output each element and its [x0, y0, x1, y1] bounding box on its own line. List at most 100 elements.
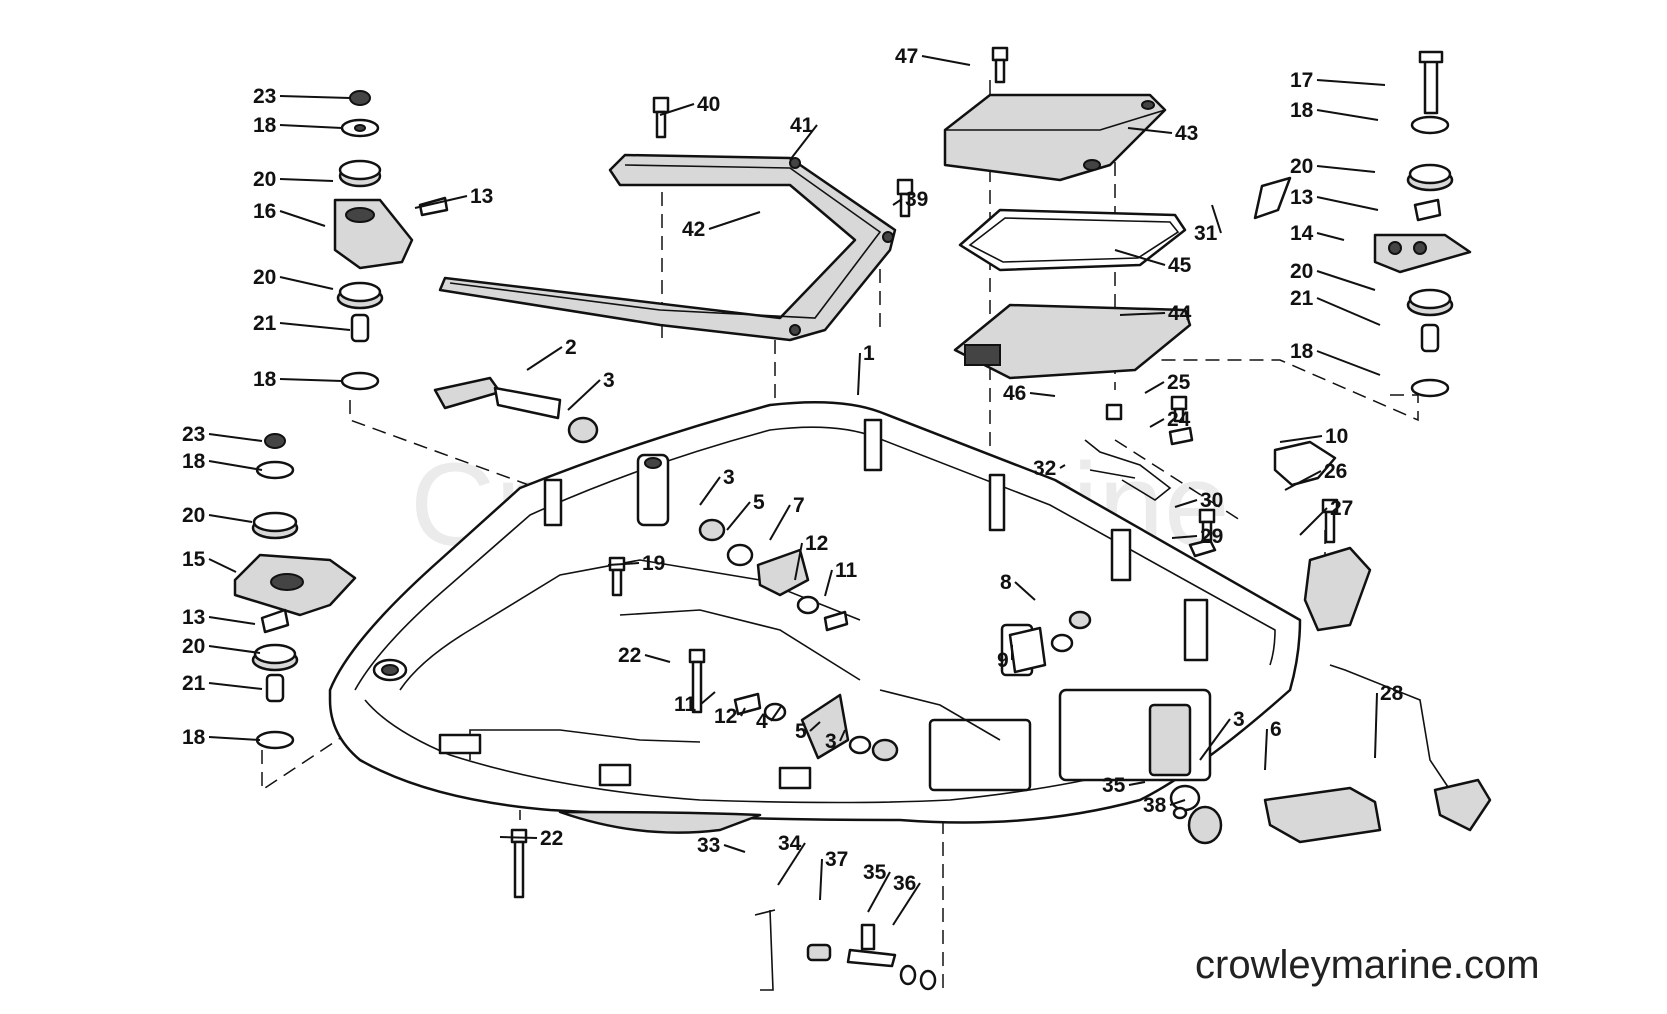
leader-c39 [892, 198, 903, 206]
callout-c10: 10 [1325, 425, 1348, 448]
leader-c44 [1119, 312, 1166, 316]
callout-c20d: 20 [182, 635, 205, 658]
leader-c23b [208, 433, 263, 442]
leader-c13b [208, 616, 256, 625]
leader-c25 [1144, 381, 1165, 394]
callout-c11b: 11 [674, 693, 697, 716]
leader-c6 [1264, 728, 1268, 771]
leader-c1 [857, 352, 861, 396]
site-url: crowleymarine.com [1195, 943, 1540, 987]
leader-c35a [1128, 781, 1146, 786]
callout-c36: 36 [893, 872, 916, 895]
leader-c38 [1169, 799, 1186, 806]
callout-c26: 26 [1324, 460, 1347, 483]
callout-c39: 39 [905, 188, 928, 211]
callout-c23a: 23 [253, 85, 276, 108]
callout-c9: 9 [997, 649, 1009, 672]
callout-c16: 16 [253, 200, 276, 223]
leader-c20c [208, 514, 253, 523]
callout-c37: 37 [825, 848, 848, 871]
callout-c21b: 21 [182, 672, 206, 695]
leader-c20d [208, 645, 261, 654]
callout-c21a: 21 [253, 312, 277, 335]
leader-c3d [1199, 718, 1231, 761]
leader-c45 [1114, 249, 1166, 266]
callout-c6: 6 [1270, 718, 1282, 741]
callout-c20e: 20 [1290, 155, 1313, 178]
callout-c13c: 13 [1290, 186, 1313, 209]
callout-c42: 42 [682, 218, 705, 241]
leader-c40 [659, 103, 695, 116]
leader-c30 [1174, 499, 1198, 508]
callout-c34: 34 [778, 832, 802, 855]
callout-c12a: 12 [805, 532, 828, 555]
right-mount [1373, 50, 1472, 398]
leader-c13c [1316, 196, 1379, 211]
callout-c43: 43 [1175, 122, 1198, 145]
frame-gasket [438, 153, 897, 342]
leader-c11b [700, 691, 716, 705]
small-parts [433, 176, 1492, 991]
callout-c5b: 5 [795, 720, 807, 743]
callout-c41: 41 [790, 114, 814, 137]
leader-c15 [208, 558, 237, 573]
leader-c18f [1316, 350, 1381, 376]
leader-c23a [279, 95, 351, 99]
callout-c35a: 35 [1102, 774, 1126, 797]
leader-c5b [809, 721, 821, 732]
callout-c31: 31 [1194, 222, 1218, 245]
leader-c37 [819, 858, 823, 901]
leader-c29 [1171, 535, 1198, 539]
leader-c11a [824, 569, 833, 597]
left-upper-mount [333, 90, 449, 391]
callout-c7: 7 [793, 494, 805, 517]
leader-c34 [777, 842, 806, 886]
leader-c18d [208, 736, 261, 741]
callout-c22a: 22 [618, 644, 641, 667]
leader-c18a [279, 124, 343, 129]
leader-c18b [279, 378, 343, 382]
leader-c14 [1316, 232, 1345, 241]
leader-c47 [921, 55, 971, 66]
callout-c13a: 13 [470, 185, 493, 208]
callout-c17: 17 [1290, 69, 1313, 92]
callout-c4: 4 [756, 710, 768, 733]
callout-labels: 2318201613202118231820151320211840414239… [182, 45, 1404, 895]
left-lower-mount [233, 433, 357, 750]
lower-motor-cover [328, 400, 1302, 834]
leader-c22a [644, 654, 671, 663]
leader-c17 [1316, 79, 1386, 86]
top-plates [943, 93, 1192, 380]
callout-c45: 45 [1168, 254, 1192, 277]
leader-c20a [279, 178, 334, 182]
callout-c30: 30 [1200, 489, 1223, 512]
callout-c12b: 12 [714, 705, 737, 728]
leader-c7 [769, 504, 791, 541]
callout-c23b: 23 [182, 423, 205, 446]
leader-c12b [740, 707, 746, 717]
leader-c35b [867, 871, 891, 913]
callout-c40: 40 [697, 93, 720, 116]
leader-c21a [279, 322, 351, 331]
callout-c21c: 21 [1290, 287, 1314, 310]
callout-c8: 8 [1000, 571, 1012, 594]
callout-c28: 28 [1380, 682, 1404, 705]
callout-c47: 47 [895, 45, 918, 68]
callout-c18f: 18 [1290, 340, 1314, 363]
leader-c10 [1279, 435, 1323, 443]
leader-c2 [526, 346, 563, 371]
leader-c3c [839, 729, 846, 742]
leader-c43 [1127, 127, 1173, 134]
callout-c20a: 20 [253, 168, 276, 191]
leader-c13a [414, 195, 468, 209]
callout-c38: 38 [1143, 794, 1167, 817]
leader-c12a [794, 542, 803, 581]
leader-c20b [279, 276, 334, 290]
callout-c35b: 35 [863, 861, 887, 884]
callout-c13b: 13 [182, 606, 205, 629]
callout-c15: 15 [182, 548, 206, 571]
callout-c20f: 20 [1290, 260, 1313, 283]
leader-c22b [499, 836, 538, 839]
leader-c19 [607, 562, 640, 566]
